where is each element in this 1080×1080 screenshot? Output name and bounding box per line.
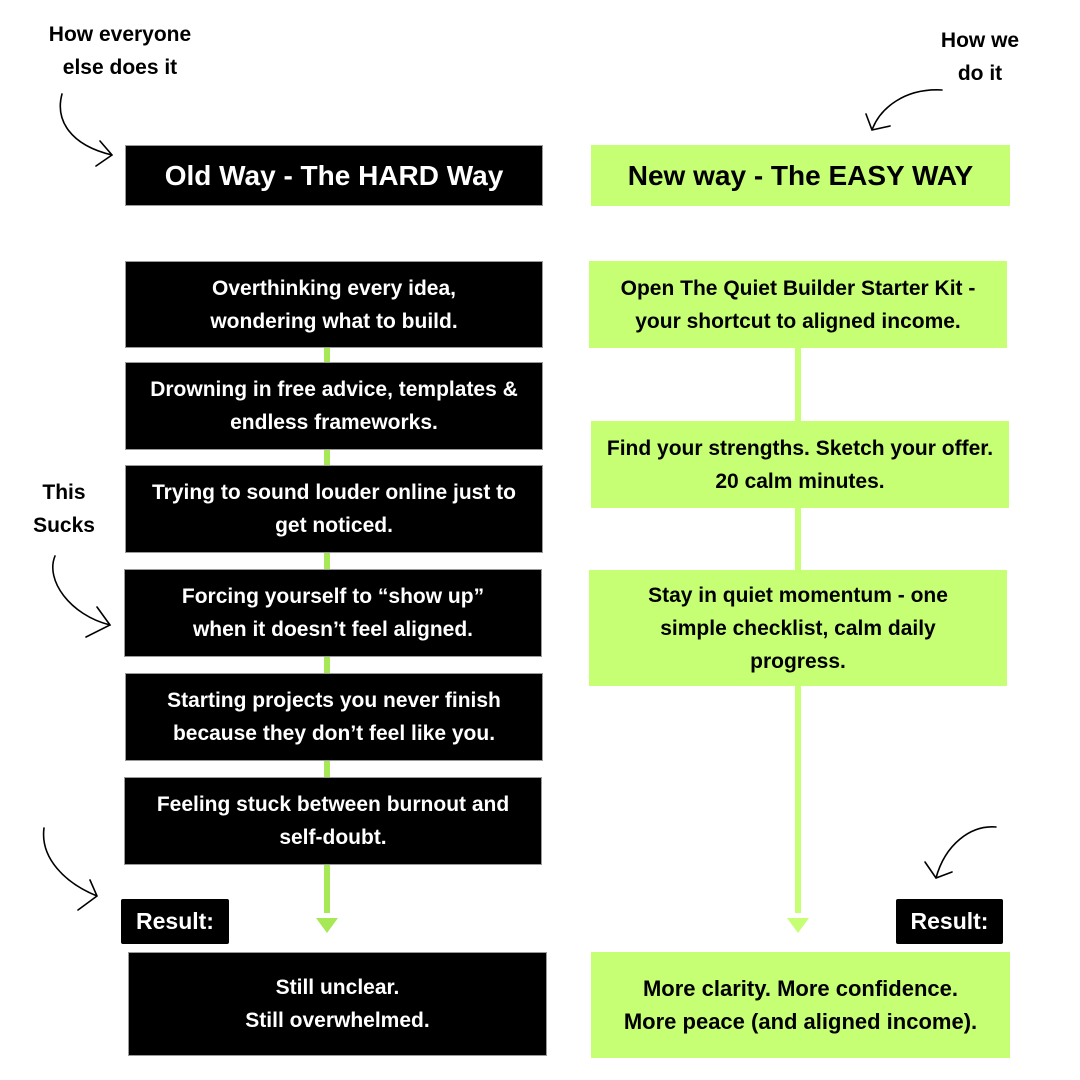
new-way-arrow-down-icon (787, 918, 809, 933)
new-way-result-label: Result: (896, 899, 1003, 944)
new-way-result-line: More clarity. More confidence. (642, 976, 958, 1001)
curved-arrow-bottom-right (924, 826, 997, 879)
old-way-result-label: Result: (121, 899, 229, 944)
old-way-result-line: Still overwhelmed. (245, 1009, 430, 1032)
curved-arrow-middle-left (52, 555, 112, 638)
new-way-step: Open The Quiet Builder Starter Kit - you… (589, 261, 1007, 348)
annotation-line: How we (940, 29, 1020, 52)
curved-arrow-bottom-left (42, 827, 98, 911)
curved-arrow-top-left (59, 93, 114, 167)
new-way-step: Stay in quiet momentum - one simple chec… (589, 570, 1007, 686)
annotation-how-everyone-else: How everyone else does it (20, 18, 220, 84)
old-way-step: Drowning in free advice, templates & end… (125, 362, 543, 450)
curved-arrow-top-right (865, 89, 943, 131)
old-way-header: Old Way - The HARD Way (125, 145, 543, 206)
old-way-result-line: Still unclear. (275, 976, 400, 999)
old-way-arrow-down-icon (316, 918, 338, 933)
new-way-step: Find your strengths. Sketch your offer. … (591, 421, 1009, 508)
old-way-step: Trying to sound louder online just to ge… (125, 465, 543, 553)
old-way-result: Still unclear. Still overwhelmed. (128, 952, 547, 1056)
annotation-this-sucks: This Sucks (14, 476, 114, 542)
old-way-step: Feeling stuck between burnout and self-d… (124, 777, 542, 865)
new-way-result-line: More peace (and aligned income). (623, 1009, 978, 1034)
annotation-line: Sucks (33, 514, 95, 537)
old-way-step: Starting projects you never finish becau… (125, 673, 543, 761)
annotation-line: else does it (62, 56, 178, 79)
old-way-step: Forcing yourself to “show up” when it do… (124, 569, 542, 657)
annotation-line: do it (957, 62, 1003, 85)
new-way-result: More clarity. More confidence. More peac… (591, 952, 1010, 1058)
old-way-step: Overthinking every idea, wondering what … (125, 261, 543, 348)
annotation-line: This (42, 481, 86, 504)
new-way-header: New way - The EASY WAY (591, 145, 1010, 206)
annotation-line: How everyone (48, 23, 192, 46)
annotation-how-we-do-it: How we do it (920, 24, 1040, 90)
